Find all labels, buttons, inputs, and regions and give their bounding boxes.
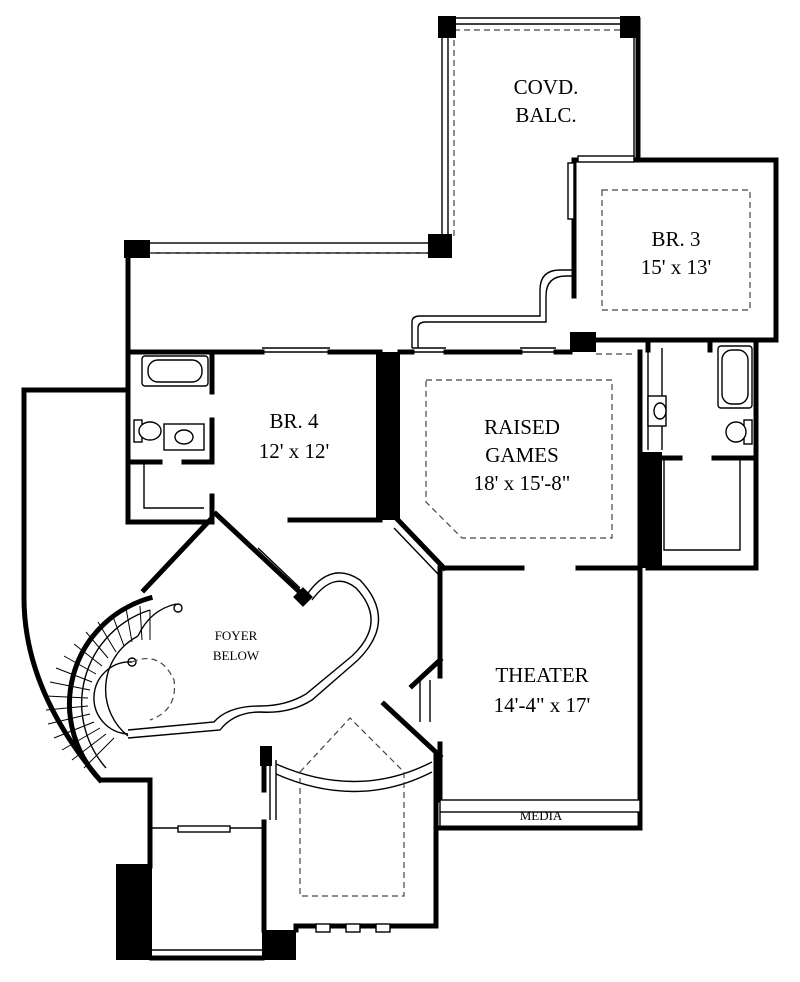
br4-name: BR. 4 xyxy=(269,409,319,433)
entry-area xyxy=(116,717,439,961)
theater xyxy=(380,565,643,831)
foyer-label-line2: BELOW xyxy=(213,648,260,663)
balcony-label-line1: COVD. xyxy=(514,75,579,99)
covered-balcony xyxy=(124,16,641,258)
bedroom-4 xyxy=(125,349,383,525)
games-size: 18' x 15'-8" xyxy=(474,471,571,495)
br4-size: 12' x 12' xyxy=(259,439,330,463)
foyer-stair xyxy=(21,510,380,784)
games-label-line2: GAMES xyxy=(485,443,559,467)
br3-size: 15' x 13' xyxy=(641,255,712,279)
hall-stair xyxy=(411,269,574,348)
right-bath xyxy=(637,337,759,571)
room-labels: COVD. BALC. BR. 3 15' x 13' BR. 4 12' x … xyxy=(213,75,711,823)
theater-size: 14'-4" x 17' xyxy=(494,693,591,717)
outer-walls xyxy=(21,240,636,601)
theater-name: THEATER xyxy=(495,663,588,687)
foyer-label-line1: FOYER xyxy=(215,628,258,643)
br3-name: BR. 3 xyxy=(651,227,700,251)
bedroom-3 xyxy=(567,155,779,352)
games-room xyxy=(376,349,643,575)
media-label: MEDIA xyxy=(520,808,563,823)
games-label-line1: RAISED xyxy=(484,415,560,439)
balcony-label-line2: BALC. xyxy=(515,103,576,127)
